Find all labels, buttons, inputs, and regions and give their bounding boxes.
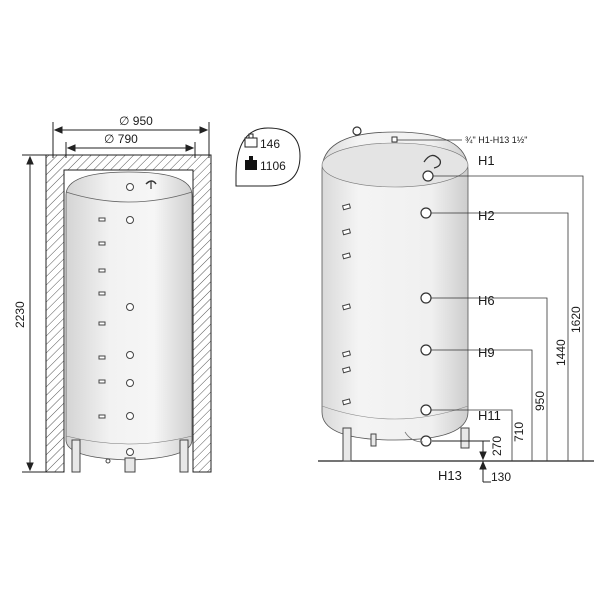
top-thread-port <box>391 136 398 143</box>
front-view: ∅ 950 ∅ 790 2230 <box>13 114 212 473</box>
front-port <box>126 412 134 420</box>
label-h1: H1 <box>478 153 495 168</box>
leg <box>342 427 352 462</box>
nozzle-h13 <box>420 435 432 447</box>
side-sensor-sleeves <box>341 203 351 406</box>
top-hook-icon <box>423 154 442 169</box>
front-legs <box>71 439 189 473</box>
dimension-270 <box>432 440 490 461</box>
connection-leader-lines <box>431 175 584 461</box>
front-sensor-sleeves <box>98 217 106 419</box>
sensor-sleeve <box>341 366 351 374</box>
sensor-sleeve <box>98 379 106 384</box>
insulation-jacket <box>45 154 212 473</box>
bottom-port <box>105 458 111 464</box>
side-view: ¾" H1-H13 1½" <box>318 126 594 484</box>
nozzle-h1 <box>422 170 434 182</box>
front-port <box>126 183 134 191</box>
label-h6: H6 <box>478 293 495 308</box>
label-h11: H11 <box>478 408 501 423</box>
inner-diameter-dimension <box>65 142 196 158</box>
leg <box>124 457 136 473</box>
sensor-sleeve <box>98 241 106 246</box>
height-270: 270 <box>490 436 504 456</box>
leg <box>460 427 470 449</box>
dimension-130 <box>479 460 491 483</box>
sensor-sleeve <box>98 291 106 296</box>
sensor-sleeve <box>98 217 106 222</box>
outer-diameter-dimension <box>52 122 210 158</box>
lifting-lug-icon <box>352 126 362 136</box>
sensor-sleeve <box>341 203 351 211</box>
height-710: 710 <box>512 422 526 442</box>
height-1440: 1440 <box>554 339 568 366</box>
front-port <box>126 216 134 224</box>
sensor-sleeve <box>98 268 106 273</box>
leg <box>179 439 189 473</box>
empty-weight-value: 146 <box>260 137 280 151</box>
sensor-sleeve <box>341 350 351 358</box>
outer-diameter-label: ∅ 950 <box>119 114 153 128</box>
height-label: 2230 <box>13 301 27 328</box>
sensor-sleeve <box>341 228 351 236</box>
nozzle-h2 <box>420 207 432 219</box>
inner-diameter-label: ∅ 790 <box>104 132 138 146</box>
height-1620: 1620 <box>569 306 583 333</box>
front-port <box>126 351 134 359</box>
nozzle-h11 <box>420 404 432 416</box>
full-weight-icon <box>245 156 257 170</box>
side-nozzles <box>420 170 434 447</box>
height-950: 950 <box>533 391 547 411</box>
leg <box>370 433 377 447</box>
sensor-sleeve <box>341 398 351 406</box>
front-round-ports <box>126 183 134 456</box>
front-port <box>126 448 134 456</box>
thread-spec-label: ¾" H1-H13 1½" <box>465 135 527 145</box>
sensor-sleeve <box>98 414 106 419</box>
sensor-sleeve <box>341 303 351 311</box>
front-tank-body <box>65 171 193 461</box>
label-h2: H2 <box>478 208 495 223</box>
weight-callout: 146 1106 <box>235 127 301 187</box>
front-port <box>126 303 134 311</box>
side-legs <box>342 427 470 462</box>
full-weight-value: 1106 <box>260 159 286 173</box>
sensor-sleeve <box>98 321 106 326</box>
sensor-sleeve <box>98 355 106 360</box>
empty-weight-icon <box>244 133 258 148</box>
nozzle-h9 <box>420 344 432 356</box>
front-port <box>126 379 134 387</box>
base-offset-label: 130 <box>491 470 511 484</box>
side-tank-body <box>321 131 469 441</box>
label-h9: H9 <box>478 345 495 360</box>
label-h13: H13 <box>438 468 462 483</box>
sensor-sleeve <box>341 252 351 260</box>
nozzle-h6 <box>420 292 432 304</box>
leg <box>71 439 81 473</box>
